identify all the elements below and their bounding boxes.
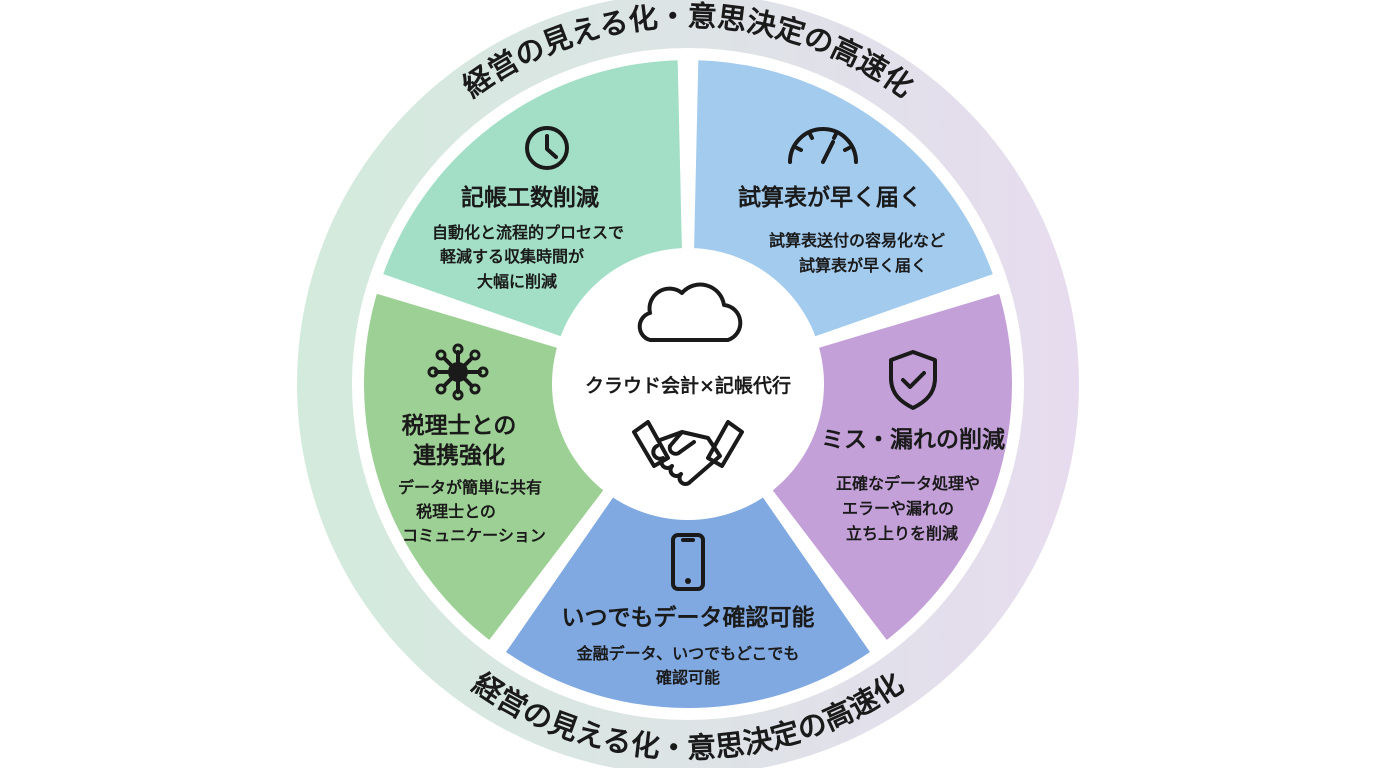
segment-title: 試算表が早く届く [738, 184, 922, 211]
segment-title: いつでもデータ確認可能 [562, 604, 815, 631]
segment-text: 確認可能 [656, 668, 720, 687]
speedometer-icon [788, 127, 858, 164]
segment-text: 正確なデータ処理や [836, 474, 980, 493]
segment-text: データが簡単に共有 [398, 478, 542, 497]
segment-text: 金融データ、いつでもどこでも [576, 644, 800, 663]
segment-text: 大幅に削減 [477, 272, 557, 291]
segment-text: 自動化と流程的プロセスで [432, 223, 624, 242]
shield-check-icon [889, 350, 937, 410]
clock-icon [525, 126, 569, 170]
center-label: クラウド会計×記帳代行 [585, 374, 791, 397]
segment-text: 軽減する収集時間が [440, 247, 584, 266]
segment-text: 立ち上りを削減 [846, 524, 958, 543]
center-circle [552, 248, 824, 520]
segment-title: 記帳工数削減 [461, 184, 599, 211]
segment-title: 連携強化 [413, 442, 505, 469]
segment-wedge [497, 378, 879, 714]
smartphone-icon [671, 533, 705, 591]
handshake-icon [632, 420, 744, 486]
segment-text: 試算表送付の容易化など [769, 231, 945, 250]
network-icon [427, 343, 489, 401]
segment-title: 税理士との [402, 412, 517, 439]
segment-text: エラーや漏れの [842, 499, 954, 518]
segment-text: 試算表が早く届く [799, 256, 927, 275]
segment-title: ミス・漏れの削減 [821, 427, 1005, 453]
cloud-icon [637, 282, 743, 342]
segment-text: 税理士との [416, 502, 496, 521]
segment-text: コミュニケーション [402, 526, 546, 545]
